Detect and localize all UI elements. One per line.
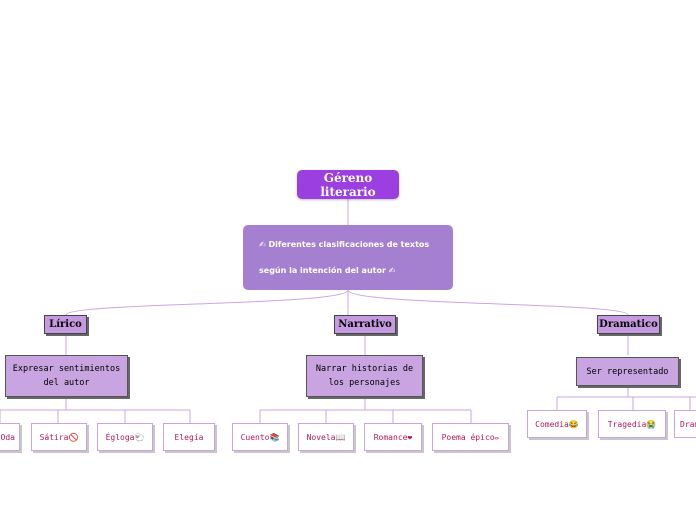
category-node-dramatico[interactable]: Dramatico	[597, 315, 660, 334]
leaf-label-comedia: Comedia😂	[535, 419, 579, 429]
leaf-node-comedia[interactable]: Comedia😂	[527, 410, 587, 438]
leaf-node-satira[interactable]: Sátira🚫	[31, 423, 87, 451]
leaf-node-tragedia[interactable]: Tragedia😭	[598, 410, 666, 438]
leaf-node-drama[interactable]: Drama	[674, 410, 696, 438]
description-line-1: ✍ Diferentes clasificaciones de textos	[259, 239, 430, 249]
description-node[interactable]: ✍ Diferentes clasificaciones de textos s…	[243, 225, 453, 290]
leaf-node-romance[interactable]: Romance❤	[364, 423, 422, 451]
category-node-lirico[interactable]: Lírico	[44, 315, 87, 334]
category-label-lirico: Lírico	[49, 319, 82, 330]
leaf-label-novela: Novela📖	[306, 432, 346, 442]
description-line-2: según la intención del autor ✍	[259, 265, 396, 275]
leaf-node-elegia[interactable]: Elegía	[163, 423, 215, 451]
category-node-narrativo[interactable]: Narrativo	[334, 315, 396, 334]
root-node-label: Géreno literario	[320, 170, 376, 199]
leaf-node-poema-epico[interactable]: Poema épico✏	[432, 423, 509, 451]
leaf-label-drama: Drama	[680, 419, 696, 429]
leaf-label-tragedia: Tragedia😭	[607, 419, 657, 429]
category-label-dramatico: Dramatico	[599, 319, 658, 330]
leaf-node-novela[interactable]: Novela📖	[298, 423, 354, 451]
leaf-node-oda[interactable]: Oda	[0, 423, 20, 451]
purpose-node-lirico[interactable]: Expresar sentimientos del autor	[5, 355, 128, 397]
root-node-genero-literario[interactable]: Géreno literario	[297, 170, 399, 199]
leaf-label-elegia: Elegía	[174, 432, 204, 442]
leaf-label-oda: Oda	[0, 432, 15, 442]
leaf-node-egloga[interactable]: Égloga🐑	[97, 423, 153, 451]
purpose-node-narrativo[interactable]: Narrar historias de los personajes	[306, 355, 423, 397]
leaf-label-egloga: Égloga🐑	[105, 432, 145, 442]
leaf-node-cuento[interactable]: Cuento📚	[232, 423, 288, 451]
leaf-label-cuento: Cuento📚	[240, 432, 280, 442]
purpose-label-narrativo: Narrar historias de los personajes	[315, 364, 414, 388]
leaf-label-poema-epico: Poema épico✏	[441, 432, 500, 442]
purpose-label-lirico: Expresar sentimientos del autor	[12, 364, 121, 388]
purpose-label-dramatico: Ser representado	[586, 366, 669, 377]
leaf-label-satira: Sátira🚫	[39, 432, 79, 442]
purpose-node-dramatico[interactable]: Ser representado	[576, 357, 679, 386]
leaf-label-romance: Romance❤	[373, 432, 413, 442]
category-label-narrativo: Narrativo	[338, 319, 392, 330]
